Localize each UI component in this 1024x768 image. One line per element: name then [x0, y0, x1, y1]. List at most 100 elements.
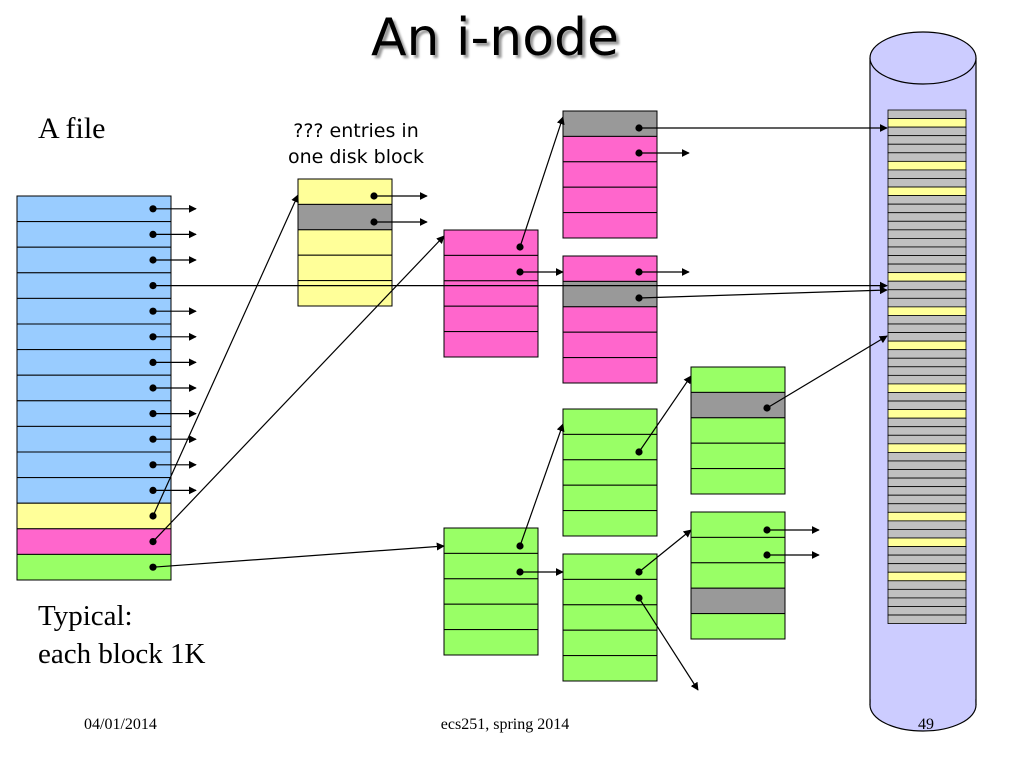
block-entry: [16, 451, 172, 479]
disk-block: [887, 306, 967, 316]
block-entry: [562, 408, 658, 435]
disk-top: [869, 31, 977, 85]
disk-block: [887, 109, 967, 119]
pointer-arrow: [519, 423, 565, 547]
double-indirect-l2-block-b: [562, 255, 658, 384]
block-entry: [443, 280, 539, 307]
disk-block: [887, 152, 967, 162]
block-entry: [443, 331, 539, 358]
disk-block: [887, 340, 967, 351]
block-entry: [562, 433, 658, 461]
disk-block: [887, 374, 967, 385]
disk-block: [887, 469, 967, 479]
block-entry: [297, 229, 393, 256]
block-entry: [443, 305, 539, 333]
slide-title: An i-node: [370, 8, 620, 68]
block-entry: [562, 331, 658, 359]
block-entry: [16, 221, 172, 248]
block-entry: [16, 553, 172, 581]
block-entry: [443, 254, 539, 282]
block-entry: [562, 553, 658, 580]
disk-block: [887, 588, 967, 599]
block-entry: [562, 459, 658, 486]
block-entry: [16, 374, 172, 402]
disk-block: [887, 614, 967, 624]
block-entry: [443, 527, 539, 554]
file-label: A file: [38, 112, 106, 145]
block-entry: [690, 511, 786, 538]
disk-block: [887, 143, 967, 154]
disk-block: [887, 332, 967, 342]
triple-indirect-l3-block-b: [690, 511, 786, 640]
block-entry: [562, 135, 658, 163]
disk-block: [887, 186, 967, 196]
disk-block: [887, 571, 967, 582]
disk-block: [887, 237, 967, 248]
disk-block: [887, 409, 967, 419]
disk-block: [887, 160, 967, 171]
page-number: 49: [918, 716, 934, 733]
disk-block: [887, 195, 967, 205]
block-entry: [562, 186, 658, 214]
disk-block: [887, 135, 967, 145]
disk-block: [887, 118, 967, 128]
footer-course: ecs251, spring 2014: [440, 716, 570, 733]
typical-line-1: Typical:: [38, 600, 133, 632]
block-entry: [562, 110, 658, 137]
double-indirect-l2-block-a: [562, 110, 658, 239]
disk-block: [887, 263, 967, 274]
triple-indirect-l3-block-a: [690, 366, 786, 495]
block-entry: [16, 195, 172, 223]
block-entry: [562, 255, 658, 282]
block-entry: [562, 510, 658, 537]
disk-block: [887, 520, 967, 530]
block-entry: [16, 502, 172, 530]
block-entry: [443, 629, 539, 656]
disk-block: [887, 426, 967, 436]
disk-block: [887, 477, 967, 488]
block-entry: [16, 349, 172, 376]
block-entry: [16, 323, 172, 351]
disk-block: [887, 434, 967, 445]
block-entry: [690, 536, 786, 564]
disk-block: [887, 289, 967, 299]
block-entry: [562, 357, 658, 384]
block-entry: [690, 587, 786, 615]
pointer-arrow: [638, 529, 692, 573]
block-entry: [297, 280, 393, 307]
disk-block: [887, 392, 967, 402]
block-entry: [443, 578, 539, 605]
disk-block: [887, 563, 967, 573]
triple-indirect-l2-block-b: [562, 553, 658, 682]
block-entry: [562, 629, 658, 657]
disk-block: [887, 443, 967, 453]
triple-indirect-l1-block: [443, 527, 539, 656]
block-entry: [690, 417, 786, 444]
block-entry: [443, 552, 539, 580]
pointer-arrow: [766, 335, 888, 409]
disk-block: [887, 272, 967, 282]
entries-label-line-2: one disk block: [287, 146, 425, 168]
pointer-dot: [149, 563, 157, 571]
block-entry: [16, 425, 172, 453]
single-indirect-block: [297, 178, 393, 307]
disk-block: [887, 220, 967, 231]
disk-block: [887, 246, 967, 256]
disk-block: [887, 297, 967, 308]
block-entry: [16, 528, 172, 555]
block-entry: [690, 391, 786, 419]
disk-block: [887, 400, 967, 411]
disk-block: [887, 178, 967, 188]
block-entry: [690, 562, 786, 589]
block-entry: [562, 161, 658, 188]
disk-block: [887, 486, 967, 496]
disk-block: [887, 503, 967, 513]
pointer-arrow: [519, 116, 565, 248]
disk-block: [887, 546, 967, 556]
pointer-arrow: [152, 194, 299, 517]
footer-date: 04/01/2014: [84, 716, 157, 733]
disk-block: [887, 537, 967, 547]
disk-layer: [869, 31, 977, 732]
